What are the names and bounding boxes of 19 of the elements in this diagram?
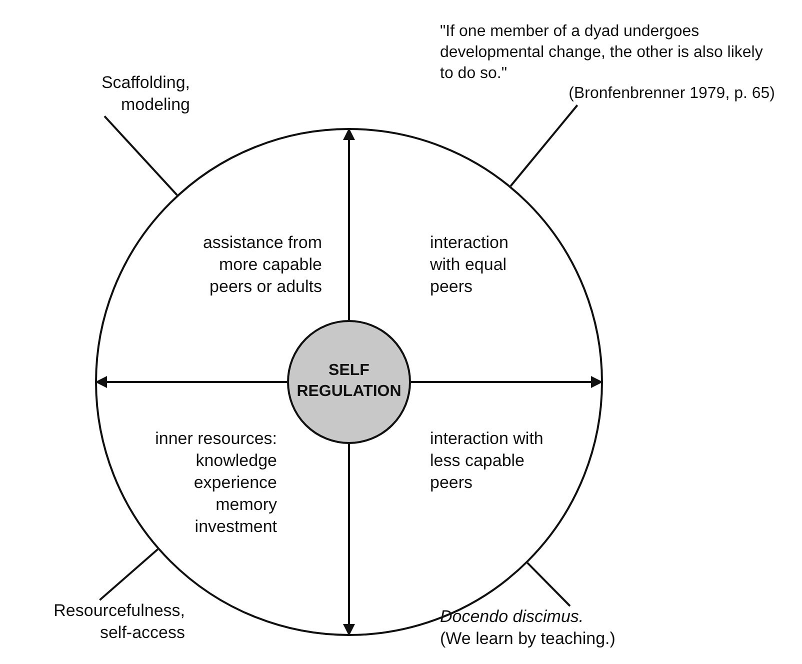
arrow [343,128,355,320]
citation-text: (We learn by teaching.) [440,628,616,650]
arrow [95,376,287,388]
arrow [343,444,355,636]
quadrant-label: inner resources: knowledge experience memory investment [154,428,277,538]
quadrant-label: interaction with equal peers [430,232,510,298]
annotation-text: "If one member of a dyad undergoes developmental change, the other is also likely to do so." [440,22,764,84]
leader-line [510,104,578,187]
annotation-text: Resourcefulness, self-access [52,600,185,644]
quadrant-label: interaction with less capable peers [430,428,544,494]
citation-text: (Bronfenbrenner 1979, p. 65) [568,84,775,104]
center-circle: SELF REGULATION [287,320,411,444]
leader-line [99,548,158,601]
annotation-text: Docendo discimus. [440,606,585,628]
arrow [411,376,603,388]
quadrant-label: assistance from more capable peers or adults [202,232,322,298]
leader-line [104,116,178,196]
annotation-text: Scaffolding, modeling [100,72,190,116]
leader-line [526,562,571,607]
